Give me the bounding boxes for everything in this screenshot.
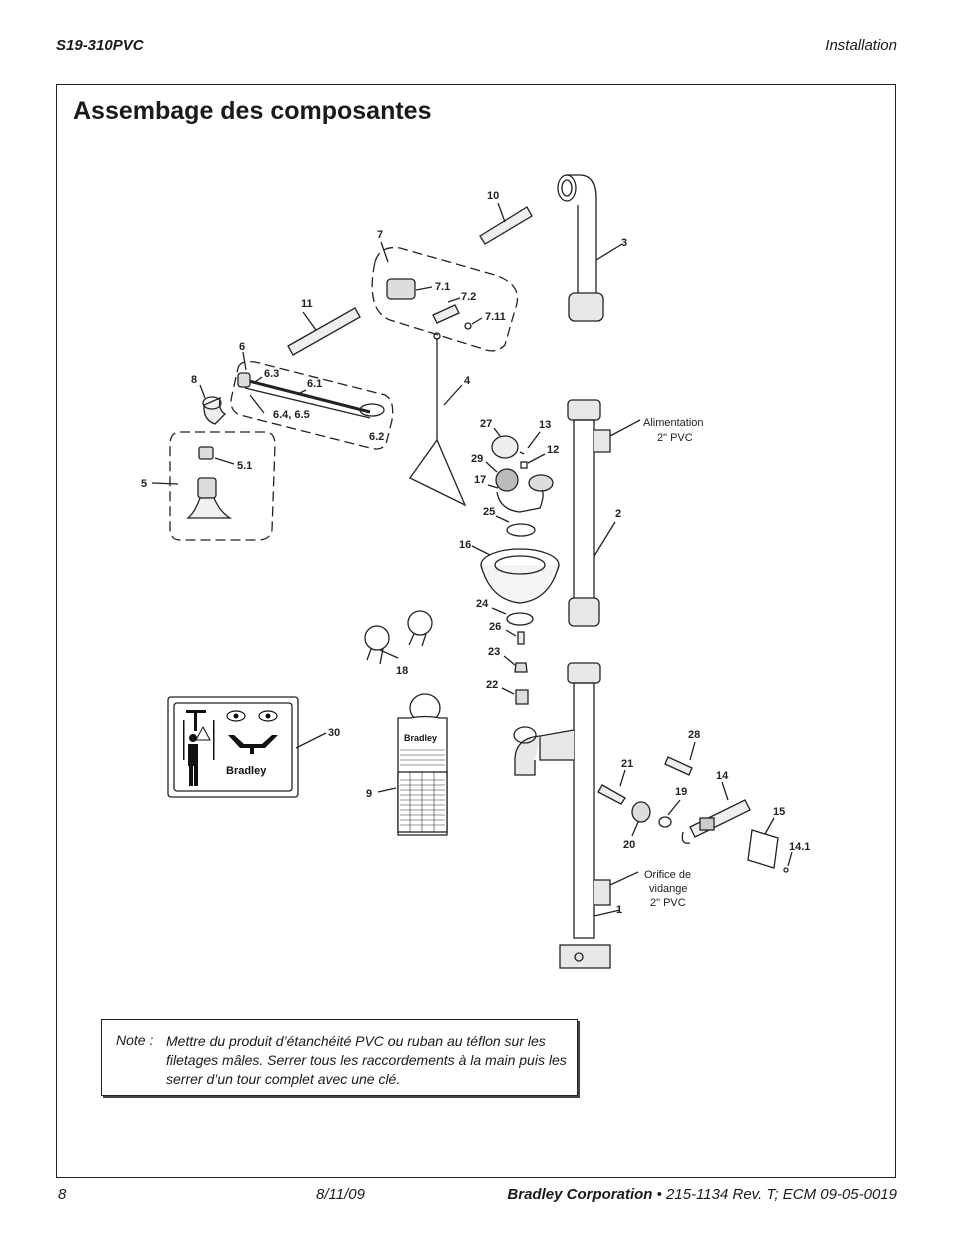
part-3-upper-elbow-pipe (557, 174, 623, 322)
label-7-1: 7.1 (435, 281, 450, 293)
label-13: 13 (539, 419, 551, 431)
label-6: 6 (239, 341, 245, 353)
part-6-shower-arm-group (230, 351, 394, 450)
part-2-middle-pipe (567, 399, 641, 627)
content-frame (56, 84, 896, 1178)
label-3: 3 (621, 237, 627, 249)
page-title: Assembage des composantes (73, 97, 432, 125)
annotation-drain-2: vidange (649, 883, 688, 895)
part-11-nipple (287, 307, 361, 356)
label-9: 9 (366, 788, 372, 800)
annotation-drain-3: 2" PVC (650, 897, 686, 909)
footer-doc-number: • 215-1134 Rev. T; ECM 09-05-0019 (652, 1186, 897, 1203)
label-28: 28 (688, 729, 700, 741)
label-24: 24 (476, 598, 489, 610)
sign-pictogram (186, 710, 286, 786)
part-4-pull-rod (409, 332, 467, 507)
label-23: 23 (488, 646, 500, 658)
label-18: 18 (396, 665, 408, 677)
sign-dots (183, 720, 215, 760)
label-17: 17 (474, 474, 486, 486)
label-12: 12 (547, 444, 559, 456)
label-15: 15 (773, 806, 785, 818)
part-16-bowl (471, 545, 560, 604)
label-26: 26 (489, 621, 501, 633)
label-4: 4 (464, 375, 471, 387)
tag-table-lines (400, 749, 445, 832)
annotation-drain-1: Orifice de (644, 869, 691, 881)
label-14: 14 (716, 770, 729, 782)
label-11: 11 (301, 298, 313, 310)
eyewash-head-assembly (485, 427, 554, 537)
label-1: 1 (616, 904, 622, 916)
part-10-nipple (479, 202, 533, 245)
part-30-sign (167, 696, 327, 798)
header-section: Installation (825, 37, 897, 54)
label-6-1: 6.1 (307, 378, 322, 390)
footer-doc-info: Bradley Corporation • 215-1134 Rev. T; E… (507, 1186, 897, 1203)
tag-brand: Bradley (404, 733, 437, 743)
note-label: Note : (116, 1032, 154, 1048)
label-8: 8 (191, 374, 197, 386)
label-6-3: 6.3 (264, 368, 279, 380)
label-16: 16 (459, 539, 471, 551)
part-1-lower-pipe (513, 662, 639, 969)
footer-company: Bradley Corporation (507, 1186, 653, 1203)
bowl-mounting-hardware (491, 607, 534, 705)
label-30: 30 (328, 727, 340, 739)
label-7-11: 7.11 (485, 311, 506, 323)
label-7: 7 (377, 229, 383, 241)
part-8-elbow (199, 384, 227, 425)
label-2: 2 (615, 508, 621, 520)
part-7-valve-group (371, 241, 519, 352)
note-text: Mettre du produit d’étanchéité PVC ou ru… (166, 1033, 567, 1087)
label-27: 27 (480, 418, 492, 430)
part-9-tag (377, 693, 448, 836)
part-18-hooks (364, 610, 433, 665)
label-5-1: 5.1 (237, 460, 252, 472)
label-6-2: 6.2 (369, 431, 384, 443)
label-10: 10 (487, 190, 499, 202)
footer-page-number: 8 (58, 1186, 67, 1203)
annotation-supply-2: 2" PVC (657, 432, 693, 444)
label-5: 5 (141, 478, 147, 490)
note-box: Note : Mettre du produit d’étanchéité PV… (101, 1019, 578, 1096)
label-7-2: 7.2 (461, 291, 476, 303)
header-model: S19-310PVC (56, 37, 144, 54)
sign-brand: Bradley (226, 765, 267, 777)
annotation-supply-1: Alimentation (643, 417, 704, 429)
drain-valve-assembly (597, 741, 793, 873)
label-21: 21 (621, 758, 633, 770)
part-5-showerhead-group (151, 431, 276, 541)
label-22: 22 (486, 679, 498, 691)
label-25: 25 (483, 506, 495, 518)
footer-date: 8/11/09 (316, 1186, 365, 1203)
label-19: 19 (675, 786, 687, 798)
label-14-1: 14.1 (789, 841, 810, 853)
label-29: 29 (471, 453, 483, 465)
label-6-4-6-5: 6.4, 6.5 (273, 409, 310, 421)
label-20: 20 (623, 839, 635, 851)
